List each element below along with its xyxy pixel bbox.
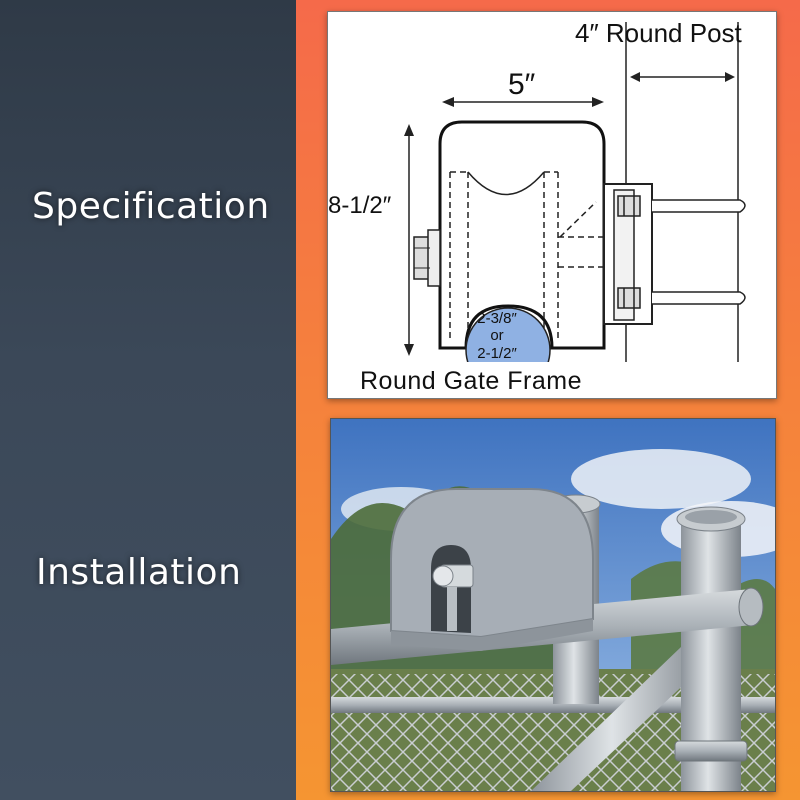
post-size-label: 4″ Round Post [575, 18, 742, 48]
pipe-size-label-2: 2-1/2″ [477, 345, 517, 362]
hinge-technical-drawing [328, 22, 776, 398]
specification-diagram: 4″ Round Post 5″ 8-1/2″ 2-3/8″ or 2-1/2″… [327, 11, 777, 399]
height-dimension-label: 8-1/2″ [328, 192, 392, 219]
installed-hinge-illustration [331, 419, 775, 791]
pipe-size-or-label: or [490, 327, 504, 344]
left-panel: Specification Installation [0, 0, 296, 800]
installation-label: Installation [36, 552, 242, 593]
width-dimension-label: 5″ [508, 68, 536, 101]
installation-photo [330, 418, 776, 792]
gate-frame-label: Round Gate Frame [360, 367, 582, 395]
pipe-size-label-1: 2-3/8″ [477, 310, 517, 327]
specification-label: Specification [32, 186, 270, 227]
